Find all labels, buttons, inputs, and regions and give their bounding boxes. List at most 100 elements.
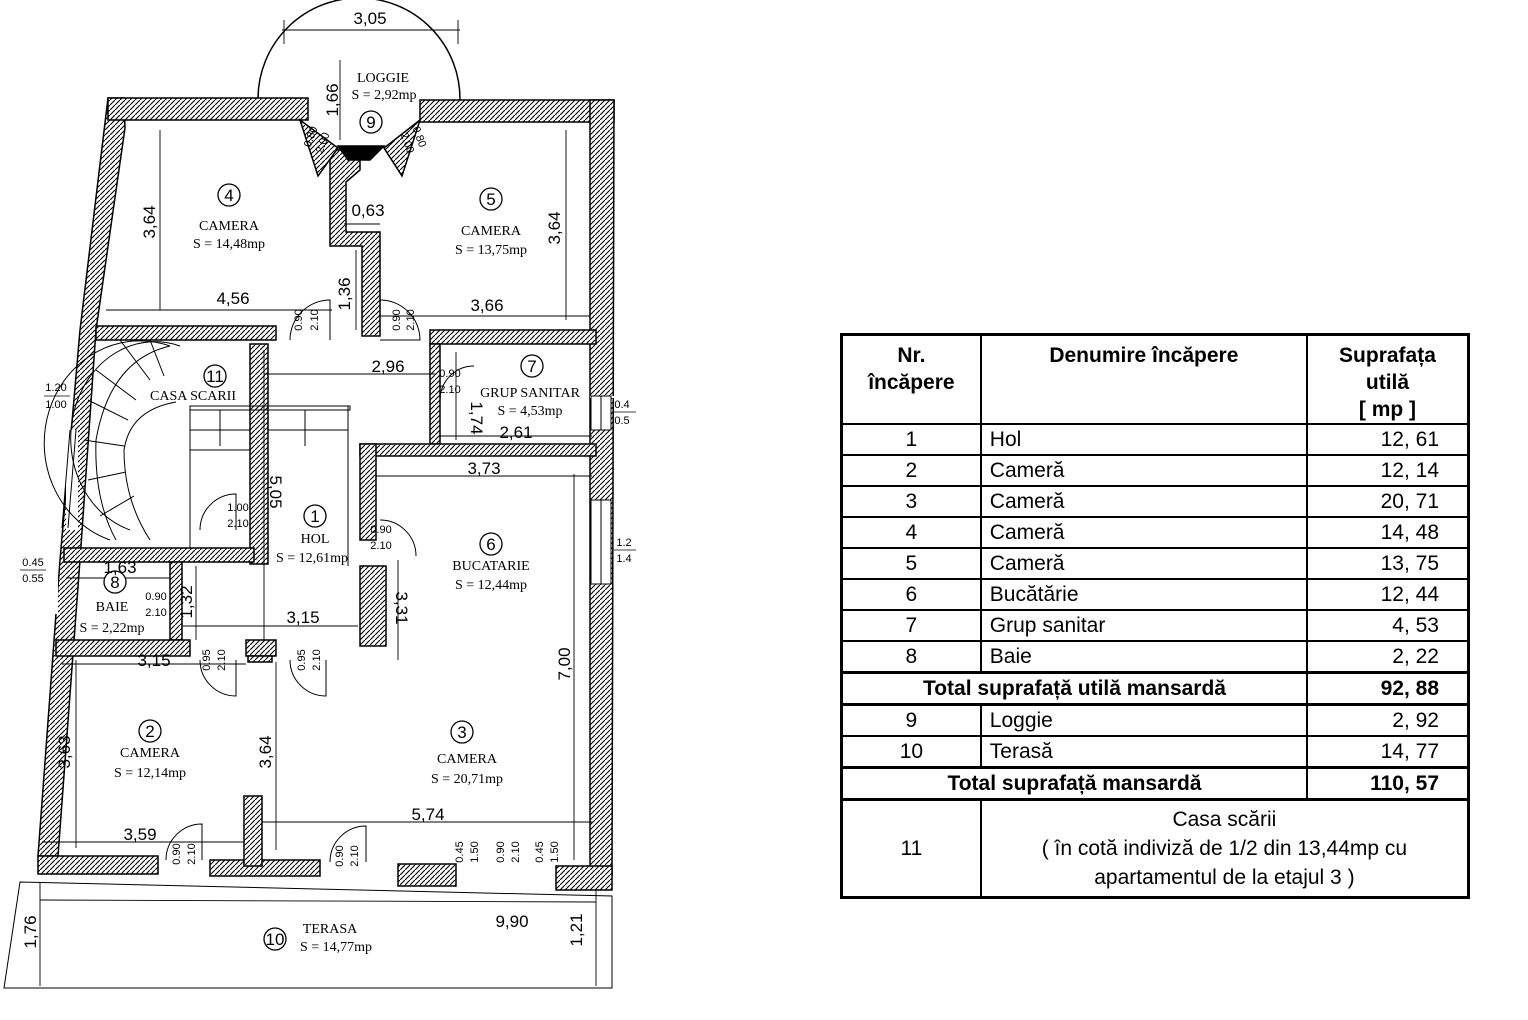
dim-261: 2,61 xyxy=(499,423,532,442)
opening-annotations: 1.20 1.00 0.45 0.55 0.4 0.5 1.2 1.4 0.90… xyxy=(20,125,636,867)
dim-296: 2,96 xyxy=(371,357,404,376)
dim-331: 3,31 xyxy=(392,591,411,624)
room-3-number: 3 xyxy=(457,723,466,742)
svg-text:0.4: 0.4 xyxy=(614,399,629,411)
svg-text:0.5: 0.5 xyxy=(614,415,629,427)
room-7-name: GRUP SANITAR xyxy=(480,386,581,401)
room-4-name: CAMERA xyxy=(199,219,260,234)
dim-166: 1,66 xyxy=(323,83,342,116)
dim-364b: 3,64 xyxy=(545,211,564,244)
dim-505: 5,05 xyxy=(266,475,285,508)
room-11-name: CASA SCARII xyxy=(150,389,236,404)
dim-456: 4,56 xyxy=(216,289,249,308)
svg-text:0.45: 0.45 xyxy=(22,557,43,569)
terrace-outline xyxy=(3,881,613,989)
svg-text:0.90: 0.90 xyxy=(391,309,403,330)
svg-text:0.95: 0.95 xyxy=(201,649,213,670)
room-2-name: CAMERA xyxy=(120,746,181,761)
svg-text:2.10: 2.10 xyxy=(227,518,248,530)
svg-text:0.55: 0.55 xyxy=(22,573,43,585)
svg-text:2.10: 2.10 xyxy=(510,841,522,862)
svg-text:1.00: 1.00 xyxy=(227,502,248,514)
walls xyxy=(37,97,615,891)
total-useful-value: 92, 88 xyxy=(1305,671,1470,706)
room-4-area: S = 14,48mp xyxy=(193,237,265,252)
room-9-number: 9 xyxy=(366,113,375,132)
svg-text:1.2: 1.2 xyxy=(616,537,631,549)
svg-text:0.45: 0.45 xyxy=(454,841,466,862)
dim-359: 3,59 xyxy=(123,825,156,844)
room-10-name: TERASA xyxy=(303,922,358,937)
dim-366: 3,66 xyxy=(470,296,503,315)
total-label: Total suprafață mansardă xyxy=(840,766,1308,801)
svg-text:0.90: 0.90 xyxy=(145,591,166,603)
dim-132: 1,32 xyxy=(177,585,196,618)
dim-315b: 3,15 xyxy=(137,651,170,670)
svg-text:2.10: 2.10 xyxy=(145,607,166,619)
svg-text:2.10: 2.10 xyxy=(405,309,417,330)
room-number-circles xyxy=(103,110,544,951)
room-1-number: 1 xyxy=(310,507,319,526)
total-row: Total suprafață mansardă 110, 57 xyxy=(840,766,1470,801)
dim-176: 1,76 xyxy=(21,915,40,948)
total-useful-label: Total suprafață utilă mansardă xyxy=(840,671,1308,706)
room-6-name: BUCATARIE xyxy=(452,559,529,574)
room-9-area: S = 2,92mp xyxy=(351,88,416,103)
window-openings xyxy=(46,395,612,614)
header-name: Denumire încăpere xyxy=(979,333,1308,425)
room-5-name: CAMERA xyxy=(461,224,522,239)
stairs-note-text: Casa scării( în cotă indiviză de 1/2 din… xyxy=(979,798,1470,899)
dim-364a: 3,64 xyxy=(140,205,159,238)
dim-364c: 3,64 xyxy=(256,735,275,768)
svg-text:0.90: 0.90 xyxy=(171,843,183,864)
room-5-number: 5 xyxy=(486,190,495,209)
room-9-name: LOGGIE xyxy=(357,71,409,86)
svg-text:0.90: 0.90 xyxy=(334,845,346,866)
svg-text:2.10: 2.10 xyxy=(439,384,460,396)
svg-text:2.10: 2.10 xyxy=(370,540,391,552)
room-10-area: S = 14,77mp xyxy=(300,940,372,955)
dim-121: 1,21 xyxy=(567,913,586,946)
room-6-area: S = 12,44mp xyxy=(455,578,527,593)
svg-text:0.95: 0.95 xyxy=(296,649,308,670)
svg-text:2.10: 2.10 xyxy=(349,845,361,866)
dim-700: 7,00 xyxy=(555,647,574,680)
dim-163: 1,63 xyxy=(103,558,136,577)
stairs-note-nr: 11 xyxy=(840,798,982,899)
svg-text:2.10: 2.10 xyxy=(186,843,198,864)
floor-plan-drawing: 4 5 9 11 7 1 6 8 2 3 10 CAMERA S = 14,48… xyxy=(3,0,636,989)
room-7-area: S = 4,53mp xyxy=(497,404,562,419)
dim-574: 5,74 xyxy=(411,805,444,824)
loggie-area xyxy=(257,0,461,178)
room-7-number: 7 xyxy=(527,357,536,376)
dim-990: 9,90 xyxy=(495,912,528,931)
dim-363: 3,63 xyxy=(55,735,74,768)
total-value: 110, 57 xyxy=(1305,766,1470,801)
svg-text:1.20: 1.20 xyxy=(45,382,66,394)
svg-text:0.90: 0.90 xyxy=(293,309,305,330)
dim-305: 3,05 xyxy=(353,9,386,28)
staircase xyxy=(43,339,351,566)
room-2-number: 2 xyxy=(145,722,154,741)
room-5-area: S = 13,75mp xyxy=(455,243,527,258)
dim-063: 0,63 xyxy=(351,201,384,220)
room-1-area: S = 12,61mp xyxy=(276,551,348,566)
room-3-name: CAMERA xyxy=(437,752,498,767)
dim-315a: 3,15 xyxy=(286,608,319,627)
dim-136: 1,36 xyxy=(335,277,354,310)
svg-text:0.45: 0.45 xyxy=(534,841,546,862)
room-11-number: 11 xyxy=(206,367,224,386)
room-4-number: 4 xyxy=(224,186,233,205)
svg-text:0.90: 0.90 xyxy=(370,524,391,536)
room-2-area: S = 12,14mp xyxy=(114,766,186,781)
door-swings xyxy=(165,299,475,863)
svg-text:1.50: 1.50 xyxy=(549,841,561,862)
